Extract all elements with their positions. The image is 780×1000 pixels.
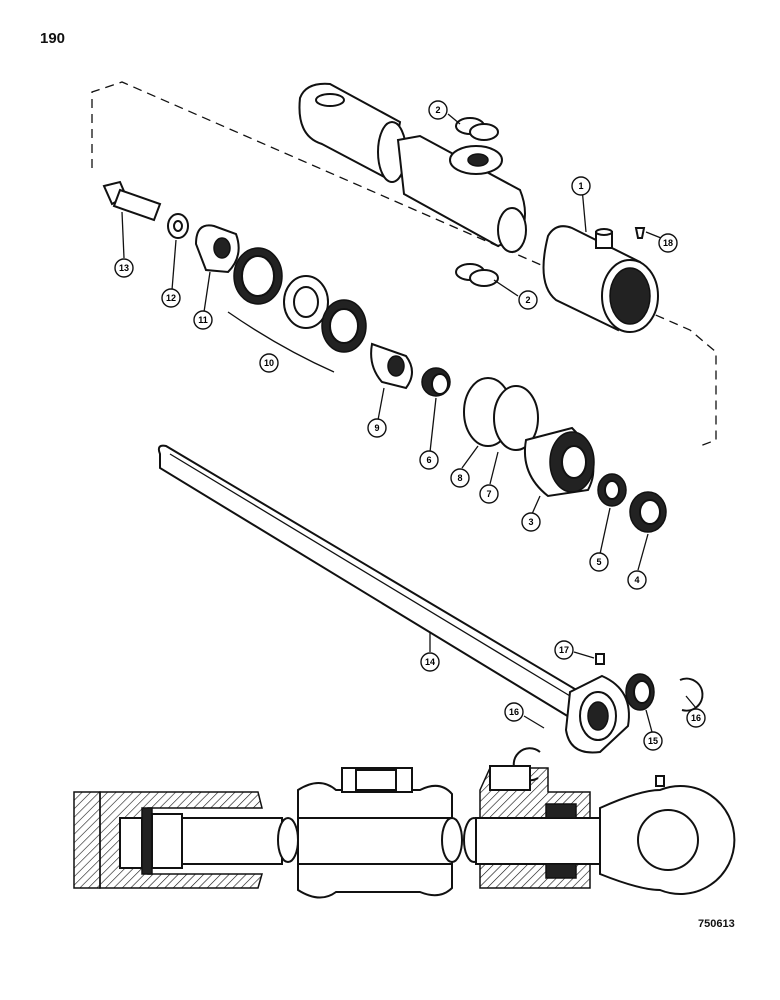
callout-16-right: 16 xyxy=(686,708,706,728)
svg-text:4: 4 xyxy=(634,575,639,585)
svg-text:1: 1 xyxy=(578,181,583,191)
sectional-view xyxy=(73,765,736,899)
drawing-code: 750613 xyxy=(698,918,735,930)
page-number: 190 xyxy=(40,30,66,47)
callout-6: 6 xyxy=(419,450,439,470)
callout-18: 18 xyxy=(658,233,678,253)
callout-11: 11 xyxy=(193,310,213,330)
cylinder-barrel xyxy=(542,225,659,333)
svg-text:13: 13 xyxy=(119,263,129,273)
svg-text:18: 18 xyxy=(663,238,673,248)
cylinder-gland xyxy=(524,426,595,498)
callout-16-left: 16 xyxy=(504,702,524,722)
svg-text:3: 3 xyxy=(528,517,533,527)
callout-2-lower: 2 xyxy=(518,290,538,310)
snap-ring-right xyxy=(679,677,704,712)
assembly-group-outline xyxy=(91,81,717,447)
callout-5: 5 xyxy=(589,552,609,572)
callout-4: 4 xyxy=(627,570,647,590)
callout-14: 14 xyxy=(420,652,440,672)
callout-3: 3 xyxy=(521,512,541,532)
rod-wiper xyxy=(629,491,667,533)
callout-2-upper: 2 xyxy=(428,100,448,120)
piston xyxy=(370,342,413,390)
svg-text:7: 7 xyxy=(486,489,491,499)
backup-ring xyxy=(493,385,539,451)
trunnion-cross-tube xyxy=(396,134,527,253)
grease-fitting-17 xyxy=(595,653,605,665)
svg-text:12: 12 xyxy=(166,293,176,303)
bushing-lower xyxy=(455,263,499,287)
svg-text:2: 2 xyxy=(435,105,440,115)
svg-text:17: 17 xyxy=(559,645,569,655)
washer xyxy=(167,213,189,239)
svg-text:10: 10 xyxy=(264,358,274,368)
leader-lines xyxy=(121,113,697,733)
piston-seal-kit xyxy=(227,247,367,373)
piston-rod xyxy=(157,444,592,722)
callout-8: 8 xyxy=(450,468,470,488)
rod-seal xyxy=(597,473,627,507)
grease-fitting-18 xyxy=(634,227,646,239)
bushing-upper xyxy=(455,117,499,141)
callout-17: 17 xyxy=(554,640,574,660)
svg-text:11: 11 xyxy=(198,315,208,325)
callout-9: 9 xyxy=(367,418,387,438)
callout-7: 7 xyxy=(479,484,499,504)
svg-text:6: 6 xyxy=(426,455,431,465)
svg-text:9: 9 xyxy=(374,423,379,433)
svg-text:16: 16 xyxy=(509,707,519,717)
callout-12: 12 xyxy=(161,288,181,308)
callout-13: 13 xyxy=(114,258,134,278)
callout-10: 10 xyxy=(259,353,279,373)
svg-text:5: 5 xyxy=(596,557,601,567)
svg-text:8: 8 xyxy=(457,473,462,483)
rod-eye-bushing xyxy=(625,673,655,711)
svg-text:15: 15 xyxy=(648,736,658,746)
cylinder-tube-segment xyxy=(298,82,407,183)
piston-nut xyxy=(194,224,240,274)
bolt xyxy=(102,180,162,222)
svg-text:14: 14 xyxy=(425,657,435,667)
wear-ring xyxy=(421,367,451,397)
callout-1: 1 xyxy=(571,176,591,196)
rod-eye xyxy=(564,674,630,754)
svg-text:2: 2 xyxy=(525,295,530,305)
svg-text:16: 16 xyxy=(691,713,701,723)
callout-15: 15 xyxy=(643,731,663,751)
